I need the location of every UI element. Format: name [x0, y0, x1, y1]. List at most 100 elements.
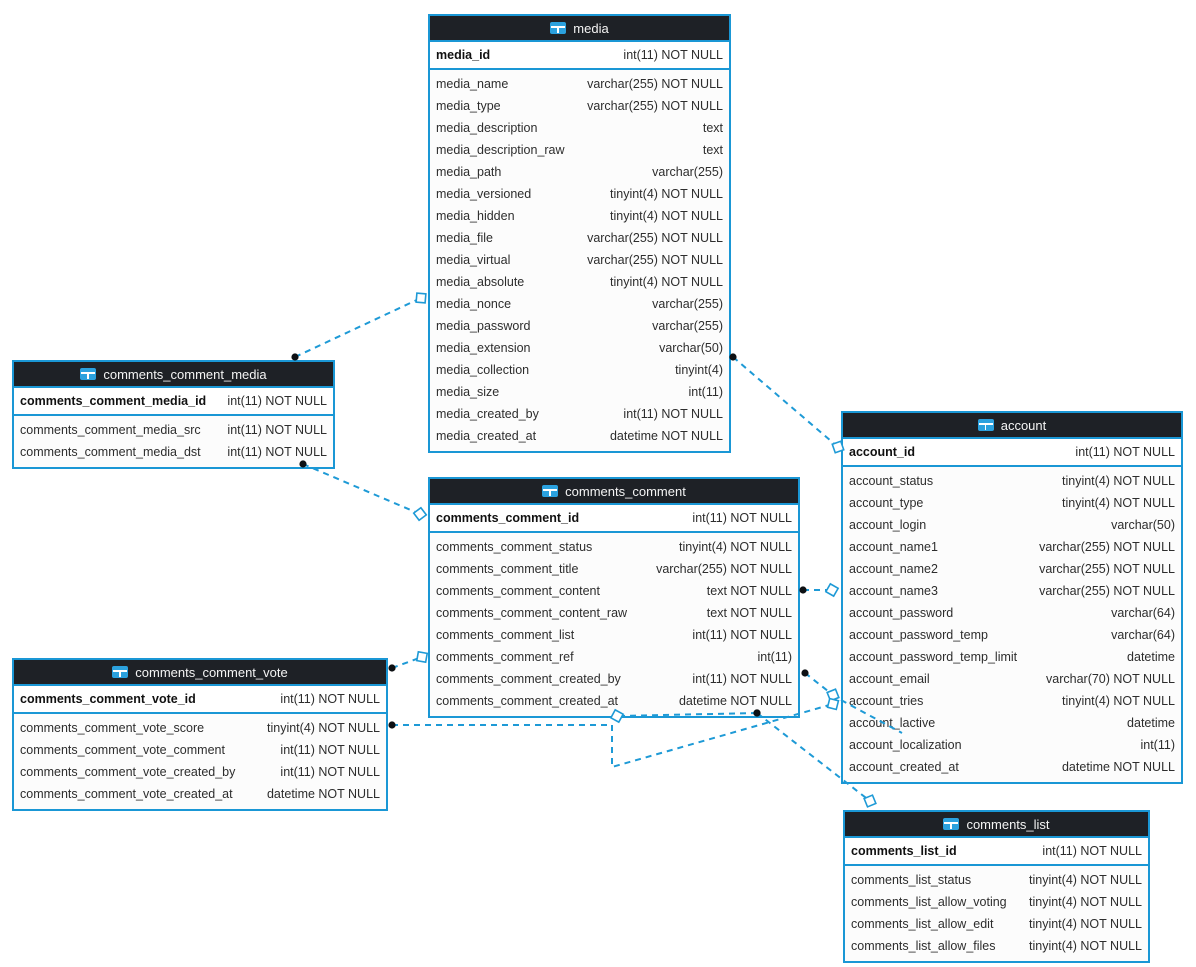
column-type: int(11) NOT NULL [280, 765, 380, 779]
table-header-comments_list[interactable]: comments_list [845, 812, 1148, 838]
column-name: account_password [849, 606, 954, 620]
table-icon [112, 666, 129, 678]
column-name: account_created_at [849, 760, 959, 774]
column-name: account_name3 [849, 584, 938, 598]
column-type: tinyint(4) NOT NULL [1062, 474, 1175, 488]
column-name: comments_comment_content_raw [436, 606, 628, 620]
column-name: media_absolute [436, 275, 525, 289]
relation-line-comment-to-account-2 [804, 672, 834, 696]
column-name: media_extension [436, 341, 531, 355]
column-type: int(11) NOT NULL [227, 394, 327, 408]
column-name: media_description [436, 121, 538, 135]
column-type: datetime [1127, 650, 1175, 664]
column-name: account_password_temp [849, 628, 988, 642]
column-type: int(11) NOT NULL [692, 511, 792, 525]
relation-line-vote-to-comment [391, 656, 423, 669]
table-comments_comment_media[interactable]: comments_comment_media comments_comment_m… [12, 360, 335, 469]
column-type: varchar(255) NOT NULL [1039, 562, 1175, 576]
column-type: text NOT NULL [706, 584, 792, 598]
table-icon [80, 368, 97, 380]
column-name: media_type [436, 99, 501, 113]
relation-dot-endpoint [388, 664, 396, 672]
column-row: account_name3 varchar(255) NOT NULL [843, 580, 1181, 602]
column-name: comments_list_allow_edit [851, 917, 994, 931]
table-icon [550, 22, 567, 34]
table-icon [943, 818, 960, 830]
column-name: account_password_temp_limit [849, 650, 1018, 664]
column-name: comments_comment_status [436, 540, 593, 554]
column-name: comments_list_status [851, 873, 972, 887]
column-type: datetime NOT NULL [609, 429, 723, 443]
column-type: text [702, 121, 723, 135]
column-name: media_id [436, 48, 491, 62]
table-icon [977, 419, 994, 431]
column-name: comments_comment_created_at [436, 694, 619, 708]
table-header-comments_comment[interactable]: comments_comment [430, 479, 798, 505]
column-type: varchar(255) NOT NULL [587, 231, 723, 245]
table-title: comments_comment [565, 483, 686, 499]
column-type: tinyint(4) NOT NULL [1029, 873, 1142, 887]
table-header-account[interactable]: account [843, 413, 1181, 439]
relation-diamond-endpoint [415, 650, 429, 664]
table-title: comments_comment_media [103, 366, 267, 382]
table-header-comments_comment_vote[interactable]: comments_comment_vote [14, 660, 386, 686]
column-name: account_localization [849, 738, 962, 752]
table-header-comments_comment_media[interactable]: comments_comment_media [14, 362, 333, 388]
table-icon [542, 485, 559, 497]
column-type: varchar(64) [1111, 628, 1175, 642]
column-type: int(11) [757, 650, 792, 664]
column-type: varchar(255) NOT NULL [587, 77, 723, 91]
column-type: varchar(255) NOT NULL [656, 562, 792, 576]
column-name: comments_comment_vote_id [20, 692, 196, 706]
column-row: comments_list_allow_edit tinyint(4) NOT N… [845, 913, 1148, 935]
column-name: account_email [849, 672, 930, 686]
column-name: media_hidden [436, 209, 515, 223]
column-row: comments_comment_content_raw text NOT NUL… [430, 602, 798, 624]
column-type: text NOT NULL [706, 606, 792, 620]
column-name: media_file [436, 231, 493, 245]
table-header-media[interactable]: media [430, 16, 729, 42]
column-name: media_virtual [436, 253, 511, 267]
column-name: comments_list_id [851, 844, 957, 858]
column-type: int(11) NOT NULL [227, 445, 327, 459]
column-name: comments_comment_media_src [20, 423, 201, 437]
column-type: varchar(255) NOT NULL [1039, 584, 1175, 598]
column-name: comments_comment_media_dst [20, 445, 201, 459]
column-type: tinyint(4) NOT NULL [267, 721, 380, 735]
column-name: comments_comment_id [436, 511, 580, 525]
table-title: account [1000, 417, 1047, 433]
relation-line-comments_comment_media-to-comment [302, 463, 421, 515]
relation-diamond-endpoint [826, 688, 840, 702]
column-type: tinyint(4) NOT NULL [1029, 917, 1142, 931]
relation-dot-endpoint [801, 669, 809, 677]
table-comments_comment[interactable]: comments_comment comments_comment_id int(1… [428, 477, 800, 718]
column-type: tinyint(4) [675, 363, 723, 377]
